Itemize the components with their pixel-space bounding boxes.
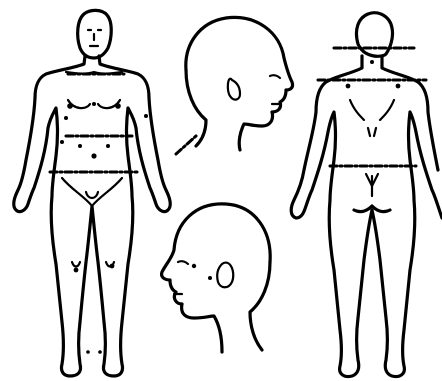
front-nipple-left-dot	[67, 103, 73, 109]
head-profile-left	[162, 204, 271, 352]
back-scapula-right	[380, 100, 394, 120]
front-nipple-right-dot	[115, 103, 121, 109]
head-right-ear	[228, 79, 240, 100]
head-left-eye	[178, 261, 188, 264]
front-chest-dot-left	[64, 116, 68, 120]
front-thigh-dot-right	[110, 264, 115, 269]
front-genital-outline	[86, 192, 98, 198]
head-right-base-line	[176, 136, 196, 154]
front-groin-contour	[62, 178, 122, 206]
front-iliac-dot-right	[144, 114, 148, 118]
back-head-outline	[356, 13, 392, 57]
head-left-jaw-dot	[208, 276, 212, 280]
front-abdomen-dot-2	[106, 144, 110, 148]
head-left-ear	[217, 263, 233, 288]
front-sternum-dot	[92, 102, 96, 106]
front-body-figure	[14, 10, 170, 376]
back-body-outline	[291, 56, 442, 377]
front-abdomen-dot-1	[78, 144, 82, 148]
head-right-outline	[186, 17, 293, 150]
front-navel-dot	[91, 153, 96, 158]
head-right-eye	[270, 75, 280, 78]
front-iliac-dot-left	[60, 140, 64, 144]
back-shoulder-dot-left	[346, 84, 351, 89]
back-neck-dot	[370, 60, 374, 64]
back-scapula-left	[350, 100, 364, 120]
head-profile-right	[176, 17, 293, 154]
head-left-temple-dot	[192, 264, 196, 268]
front-ankle-dot-right	[98, 350, 102, 354]
front-knee-left	[72, 262, 80, 267]
head-left-outline	[162, 204, 271, 352]
back-shoulder-dot-right	[396, 84, 401, 89]
back-spine-mark	[368, 128, 376, 136]
front-thigh-dot-left	[74, 268, 79, 273]
front-ankle-dot-left	[86, 350, 90, 354]
front-face-features	[88, 30, 101, 46]
back-body-figure	[291, 13, 442, 377]
head-left-back-neck	[250, 262, 270, 350]
